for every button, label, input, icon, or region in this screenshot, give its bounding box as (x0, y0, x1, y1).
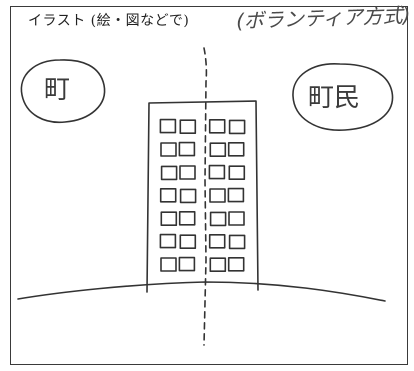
left-bubble-label: 町 (44, 75, 71, 105)
window (160, 211, 178, 226)
window (178, 256, 196, 272)
right-bubble-outline (292, 63, 394, 131)
window (159, 233, 177, 249)
window (160, 142, 177, 157)
window (209, 211, 227, 227)
window (209, 257, 227, 273)
ground-curve (17, 281, 386, 302)
window (179, 188, 197, 204)
window (159, 118, 177, 134)
window (179, 165, 196, 180)
building-outline (146, 100, 259, 293)
window (179, 119, 197, 134)
divider-dashed-line (203, 47, 208, 346)
header-title: イラスト (絵・図などで) (28, 13, 190, 29)
window (228, 211, 245, 226)
window (209, 188, 226, 203)
window (178, 211, 196, 226)
window (160, 257, 177, 272)
window (178, 141, 196, 157)
window (228, 165, 246, 180)
window (208, 119, 226, 134)
window (160, 165, 178, 181)
right-bubble-label: 町民 (308, 83, 361, 113)
window (228, 119, 246, 135)
window (209, 142, 227, 157)
window (208, 234, 226, 249)
building-windows (159, 118, 246, 273)
illustration-frame (10, 6, 408, 365)
window (179, 234, 197, 249)
window (227, 187, 245, 203)
window (228, 234, 246, 250)
window (208, 164, 226, 180)
window (227, 256, 245, 272)
left-bubble-outline (20, 59, 106, 124)
window (227, 142, 245, 157)
window (159, 188, 177, 203)
